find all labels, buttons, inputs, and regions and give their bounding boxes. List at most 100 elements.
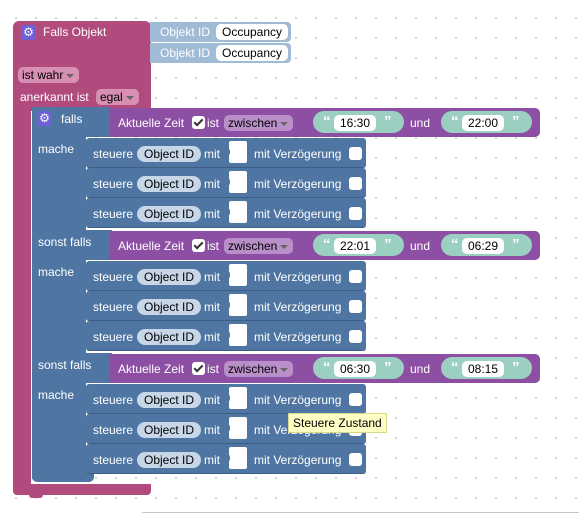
mit-label: mit <box>204 300 220 314</box>
time-checkbox[interactable] <box>192 116 205 129</box>
delay-checkbox[interactable] <box>349 330 362 343</box>
object-input-1-value[interactable]: Occupancy <box>216 24 289 40</box>
time-label: Aktuelle Zeit <box>118 362 185 376</box>
value-input-slot[interactable] <box>224 201 247 223</box>
sonst-falls-label: sonst falls <box>38 235 92 249</box>
delay-label: mit Verzögerung <box>254 207 342 221</box>
object-id-field[interactable]: Object ID <box>137 206 202 222</box>
und-label: und <box>410 362 431 376</box>
ack-dropdown[interactable]: egal <box>96 89 139 105</box>
steuere-label: steuere <box>93 207 134 221</box>
quote-open-icon: “ <box>451 236 459 253</box>
delay-checkbox[interactable] <box>349 207 362 220</box>
quote-close-icon: ” <box>384 359 392 376</box>
mit-label: mit <box>204 207 220 221</box>
mit-label: mit <box>204 147 220 161</box>
gear-icon[interactable]: ⚙ <box>37 111 52 126</box>
time-checkbox[interactable] <box>192 239 205 252</box>
delay-checkbox[interactable] <box>349 300 362 313</box>
quote-close-icon: ” <box>384 236 392 253</box>
steuere-label: steuere <box>93 177 134 191</box>
steuere-label: steuere <box>93 423 134 437</box>
quote-close-icon: ” <box>512 113 520 130</box>
time-label: Aktuelle Zeit <box>118 116 185 130</box>
value-input-slot[interactable] <box>224 324 247 346</box>
operator-dropdown[interactable]: zwischen <box>224 361 294 377</box>
delay-checkbox[interactable] <box>349 270 362 283</box>
object-id-field[interactable]: Object ID <box>137 329 202 345</box>
time-checkbox[interactable] <box>192 362 205 375</box>
delay-label: mit Verzögerung <box>254 177 342 191</box>
steuere-label: steuere <box>93 393 134 407</box>
value-input-slot[interactable] <box>224 387 247 409</box>
steuere-label: steuere <box>93 270 134 284</box>
quote-close-icon: ” <box>384 113 392 130</box>
steuere-label: steuere <box>93 300 134 314</box>
object-input-2-value[interactable]: Occupancy <box>216 45 289 61</box>
delay-checkbox[interactable] <box>349 393 362 406</box>
und-label: und <box>410 239 431 253</box>
object-id-field[interactable]: Object ID <box>137 269 202 285</box>
object-id-field[interactable]: Object ID <box>137 422 202 438</box>
mit-label: mit <box>204 270 220 284</box>
value-input-slot[interactable] <box>224 141 247 163</box>
value-input-slot[interactable] <box>224 417 247 439</box>
time-to-value[interactable]: 22:00 <box>462 115 505 131</box>
mache-label: mache <box>38 265 75 279</box>
ist-label: ist <box>207 116 219 130</box>
delay-label: mit Verzögerung <box>254 270 342 284</box>
quote-open-icon: “ <box>451 359 459 376</box>
if-block-footer <box>32 470 94 482</box>
delay-label: mit Verzögerung <box>254 330 342 344</box>
object-id-field[interactable]: Object ID <box>137 299 202 315</box>
value-input-slot[interactable] <box>224 294 247 316</box>
delay-label: mit Verzögerung <box>254 453 342 467</box>
quote-close-icon: ” <box>512 236 520 253</box>
time-from-value[interactable]: 06:30 <box>334 361 377 377</box>
object-id-field[interactable]: Object ID <box>137 452 202 468</box>
time-from-value[interactable]: 22:01 <box>334 238 377 254</box>
quote-open-icon: “ <box>323 113 331 130</box>
elseif-header-2 <box>32 353 112 383</box>
mit-label: mit <box>204 423 220 437</box>
value-input-slot[interactable] <box>224 264 247 286</box>
event-block-footer <box>13 484 151 495</box>
sonst-falls-label: sonst falls <box>38 358 92 372</box>
object-id-field[interactable]: Object ID <box>137 146 202 162</box>
object-id-field[interactable]: Object ID <box>137 176 202 192</box>
value-input-slot[interactable] <box>224 171 247 193</box>
value-input-slot[interactable] <box>224 447 247 469</box>
mit-label: mit <box>204 177 220 191</box>
time-to-value[interactable]: 06:29 <box>462 238 505 254</box>
delay-checkbox[interactable] <box>349 177 362 190</box>
gear-icon[interactable]: ⚙ <box>21 25 36 40</box>
workspace-divider <box>142 512 579 513</box>
delay-label: mit Verzögerung <box>254 300 342 314</box>
quote-open-icon: “ <box>323 359 331 376</box>
falls-label: falls <box>61 112 83 126</box>
object-input-2-label: Objekt ID <box>160 46 211 60</box>
elseif-header-1 <box>32 230 112 260</box>
quote-open-icon: “ <box>451 113 459 130</box>
steuere-label: steuere <box>93 147 134 161</box>
ist-label: ist <box>207 362 219 376</box>
operator-dropdown[interactable]: zwischen <box>224 238 294 254</box>
event-title: Falls Objekt <box>43 25 107 39</box>
event-block-spine <box>13 100 31 492</box>
operator-dropdown[interactable]: zwischen <box>224 115 294 131</box>
ist-label: ist <box>207 239 219 253</box>
event-block-tab <box>29 492 43 498</box>
quote-close-icon: ” <box>512 359 520 376</box>
if-block-spine <box>32 107 86 479</box>
time-label: Aktuelle Zeit <box>118 239 185 253</box>
ack-label: anerkannt ist <box>20 90 89 104</box>
object-id-field[interactable]: Object ID <box>137 392 202 408</box>
condition-dropdown[interactable]: ist wahr <box>18 67 80 83</box>
time-to-value[interactable]: 08:15 <box>462 361 505 377</box>
steuere-label: steuere <box>93 453 134 467</box>
delay-checkbox[interactable] <box>349 453 362 466</box>
object-input-1-label: Objekt ID <box>160 25 211 39</box>
delay-label: mit Verzögerung <box>254 393 342 407</box>
time-from-value[interactable]: 16:30 <box>334 115 377 131</box>
delay-checkbox[interactable] <box>349 147 362 160</box>
